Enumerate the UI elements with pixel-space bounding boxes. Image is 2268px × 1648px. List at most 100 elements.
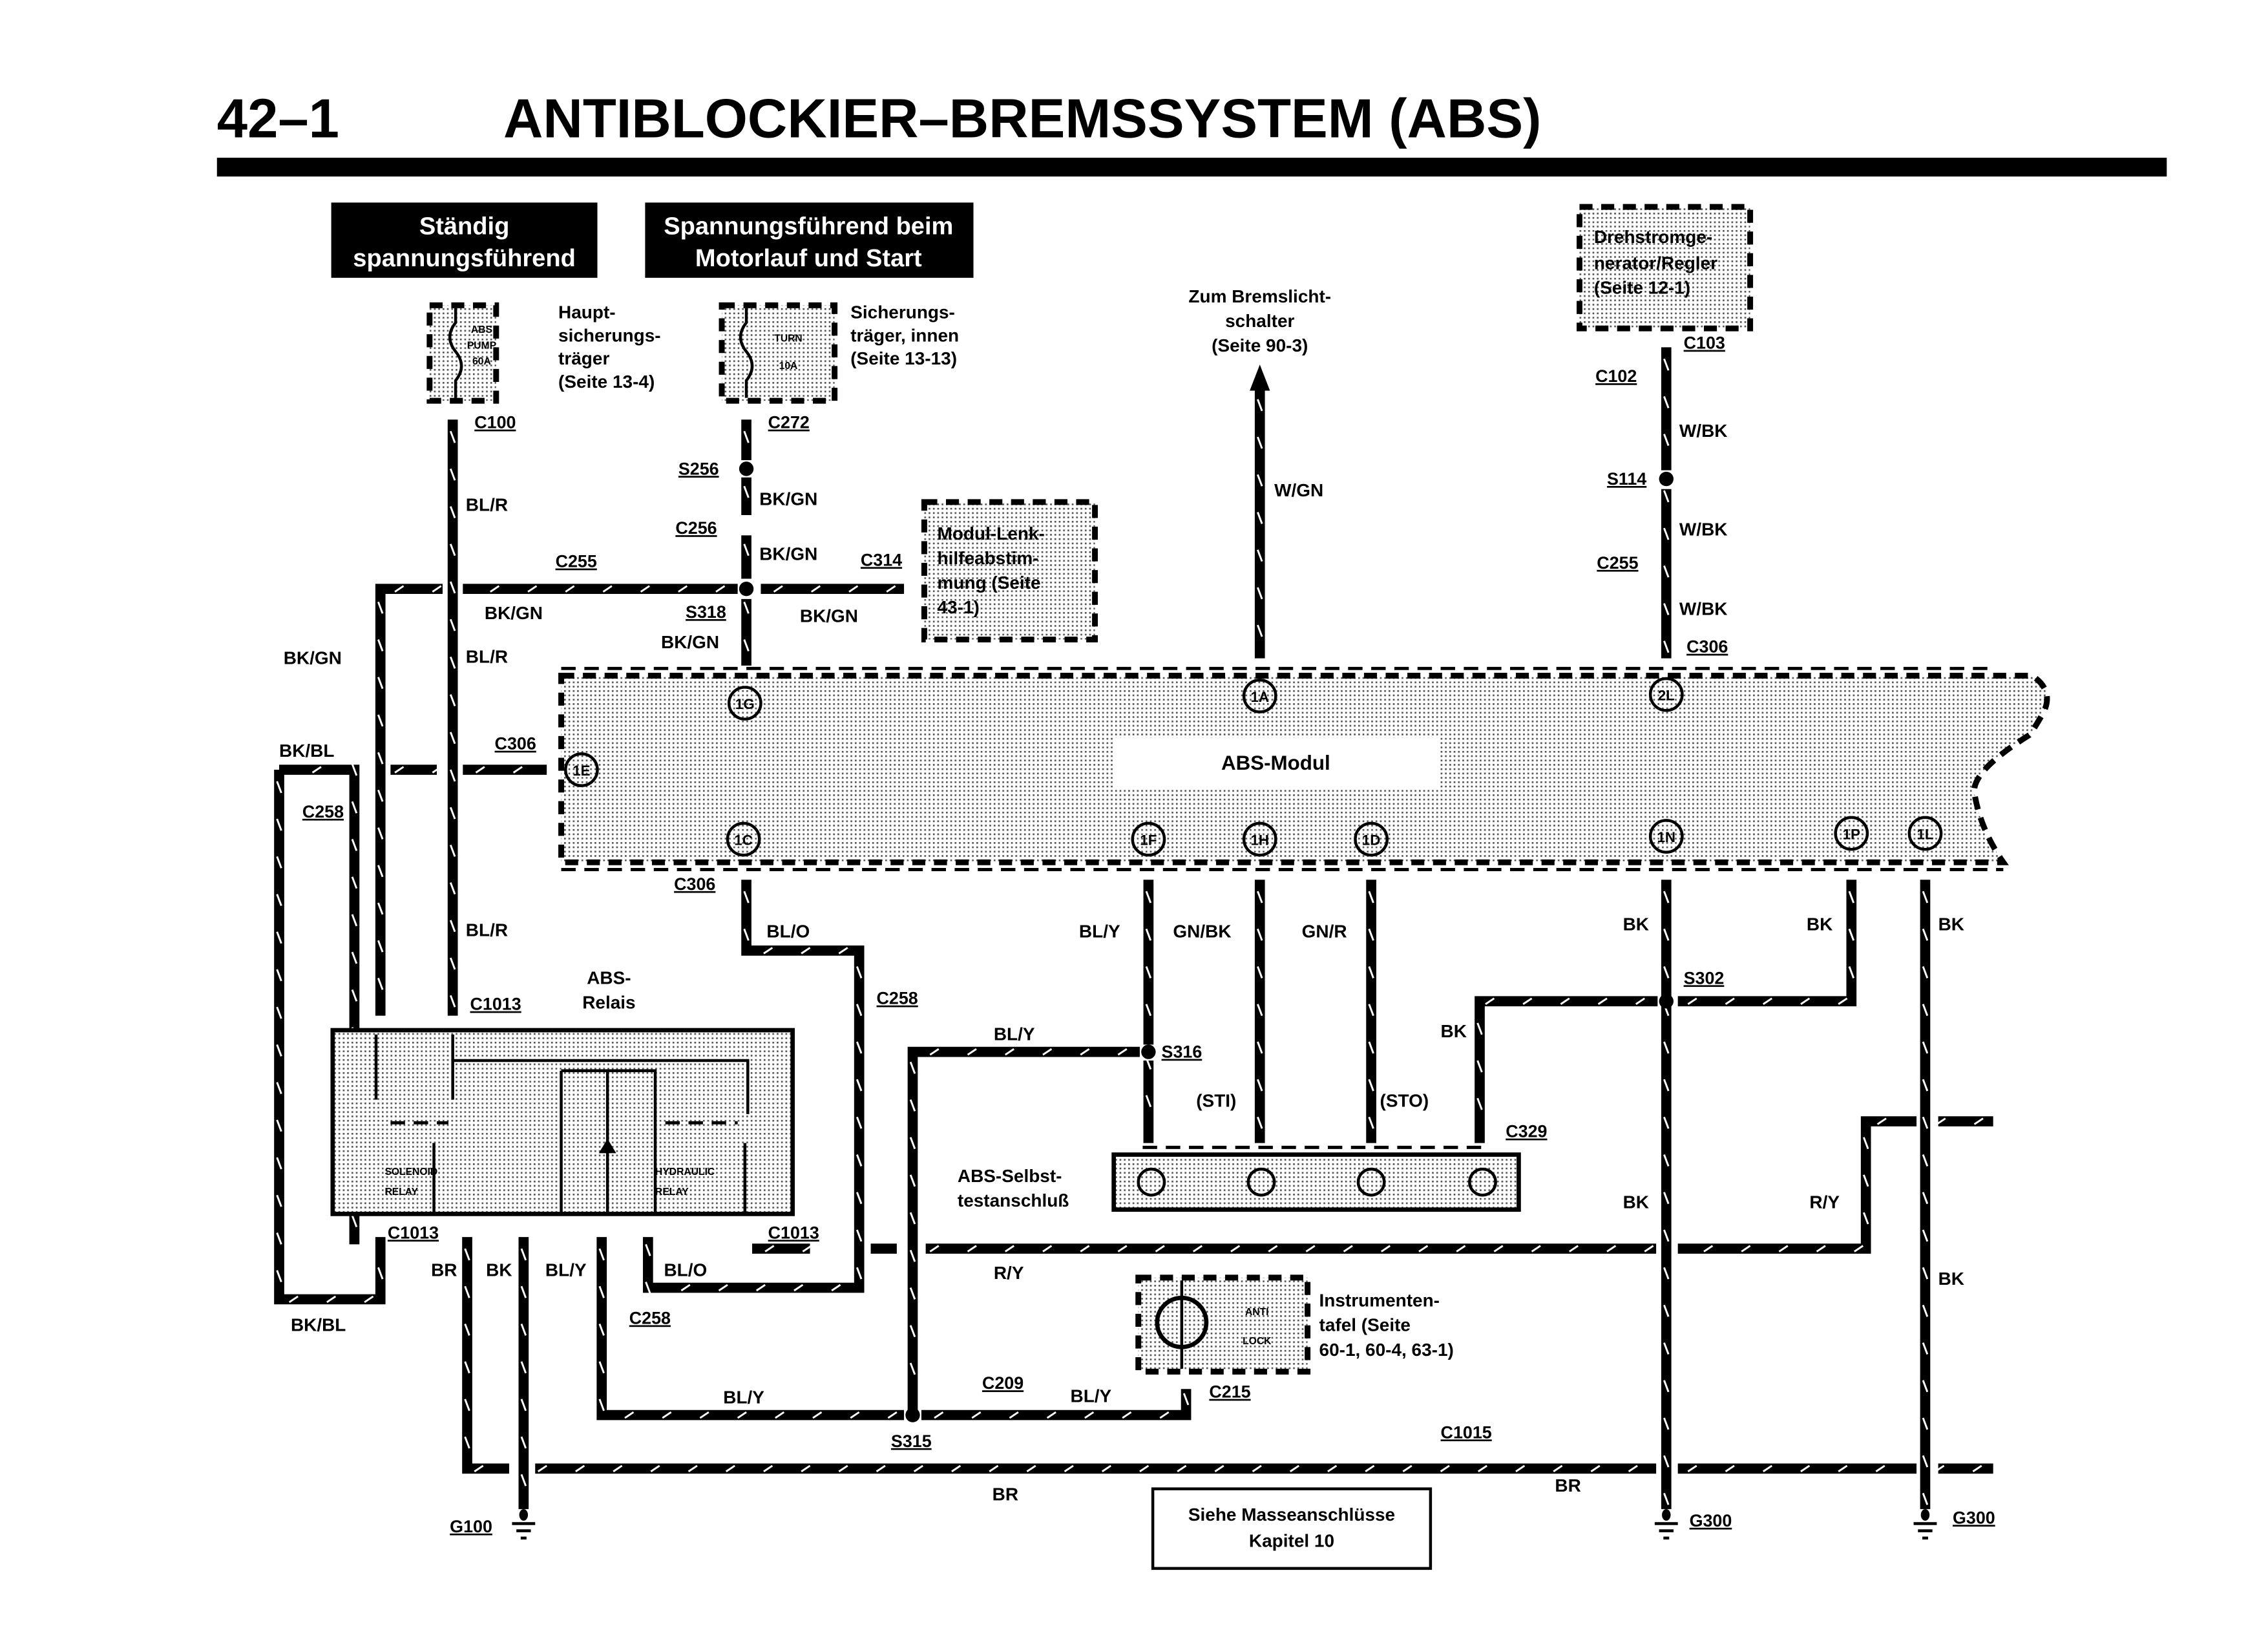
wire-stripe xyxy=(929,1048,940,1056)
wire-stripe xyxy=(276,1082,282,1095)
pin-1g: 1G xyxy=(727,686,762,721)
self-test-connector xyxy=(1111,1145,1521,1212)
wire-stripe xyxy=(377,714,384,727)
svg-text:BR: BR xyxy=(1555,1475,1580,1495)
svg-text:(Seite 12-1): (Seite 12-1) xyxy=(1594,277,1690,297)
wire-stripe xyxy=(909,1249,916,1262)
wire-stripe xyxy=(1368,891,1374,903)
splice-s256 xyxy=(739,461,754,476)
wire-stripe xyxy=(520,1323,527,1336)
svg-text:60-1, 60-4, 63-1): 60-1, 60-4, 63-1) xyxy=(1319,1340,1454,1360)
wire-stripe xyxy=(1635,997,1646,1005)
svg-text:BL/Y: BL/Y xyxy=(1071,1386,1112,1406)
svg-text:S315: S315 xyxy=(891,1431,932,1451)
svg-text:C100: C100 xyxy=(474,413,516,432)
svg-text:G300: G300 xyxy=(1953,1508,1995,1527)
svg-text:C306: C306 xyxy=(674,874,715,894)
wire-stripe xyxy=(1922,1267,1929,1280)
ground-icon-g100 xyxy=(512,1509,536,1540)
wire-stripe xyxy=(464,1285,470,1298)
svg-text:C306: C306 xyxy=(495,734,536,754)
connector-labels: C100 C272 S256 C256 C314 S318 C255 C306 … xyxy=(302,333,1995,1536)
svg-text:1L: 1L xyxy=(1916,827,1933,843)
wire-stripe xyxy=(1663,1116,1670,1129)
wire-stripe xyxy=(464,1436,470,1449)
wire-stripe xyxy=(775,1411,785,1419)
svg-text:sicherungs-: sicherungs- xyxy=(558,325,661,345)
svg-text:BL/R: BL/R xyxy=(466,646,508,666)
svg-text:C255: C255 xyxy=(556,552,597,571)
wire-stripe xyxy=(1257,891,1263,903)
wire-bl-y-s316 xyxy=(907,1046,1140,1411)
wire-br xyxy=(462,1237,1993,1474)
wire-stripe xyxy=(1365,1464,1375,1473)
wire-stripe xyxy=(464,1323,470,1336)
wire-stripe xyxy=(520,1361,527,1374)
svg-text:BL/O: BL/O xyxy=(664,1260,707,1280)
wire-stripe xyxy=(1418,1245,1429,1252)
wire-stripe xyxy=(1080,1245,1090,1252)
pin-1h: 1H xyxy=(1242,821,1277,857)
svg-text:C258: C258 xyxy=(302,802,344,821)
svg-text:BK: BK xyxy=(1938,1269,1964,1289)
wire-stripe xyxy=(1663,640,1670,653)
wire-stripe xyxy=(1257,587,1263,600)
svg-text:BK: BK xyxy=(1441,1021,1467,1041)
wire-stripe xyxy=(1972,1464,1982,1473)
wire-stripe xyxy=(1145,966,1152,978)
svg-text:BK/BL: BK/BL xyxy=(291,1315,346,1335)
wire-stripe xyxy=(464,1361,470,1374)
svg-text:S316: S316 xyxy=(1162,1042,1202,1062)
wire-stripe xyxy=(856,1154,863,1167)
wire-stripe xyxy=(1800,1464,1811,1473)
wire-stripe xyxy=(1368,1079,1374,1092)
wire-stripe xyxy=(1590,1464,1601,1473)
wire-stripe xyxy=(909,1212,916,1225)
wire-stripe xyxy=(755,1284,766,1292)
svg-text:1D: 1D xyxy=(1362,832,1381,848)
svg-text:1H: 1H xyxy=(1250,832,1269,848)
wire-stripe xyxy=(1257,474,1263,487)
wire-stripe xyxy=(678,585,688,593)
svg-text:träger, innen: träger, innen xyxy=(850,325,959,345)
svg-text:60A: 60A xyxy=(472,356,491,367)
wire-stripe xyxy=(793,1284,804,1292)
svg-text:C256: C256 xyxy=(675,518,717,538)
splices xyxy=(739,461,1674,1422)
wire-stripe xyxy=(743,544,750,556)
wire-stripe xyxy=(1368,1004,1374,1017)
wire-stripe xyxy=(1257,928,1263,941)
wire-stripe xyxy=(1606,1245,1617,1252)
wire-stripe xyxy=(1257,1041,1263,1054)
wire-stripe xyxy=(1663,527,1670,540)
wire-stripe xyxy=(1663,928,1670,941)
wire-stripe xyxy=(838,1464,848,1473)
svg-text:1G: 1G xyxy=(735,696,755,712)
wire-stripe xyxy=(1703,1245,1714,1252)
wire-stripe xyxy=(520,1248,527,1261)
wire-stripe xyxy=(1522,997,1533,1005)
svg-text:G100: G100 xyxy=(450,1517,492,1536)
wire-stripe xyxy=(680,1284,691,1292)
svg-text:nerator/Regler: nerator/Regler xyxy=(1594,253,1717,273)
wire-stripe xyxy=(1177,1464,1187,1473)
wire-stripe xyxy=(1145,1095,1152,1108)
svg-text:C103: C103 xyxy=(1684,333,1725,353)
wire-stripe xyxy=(1663,490,1670,503)
wire-stripe xyxy=(743,639,750,651)
wire-stripe xyxy=(276,1044,282,1057)
wire-stripe xyxy=(449,468,456,481)
wire-stripe xyxy=(1440,1464,1450,1473)
wire-stripe xyxy=(377,677,384,690)
svg-text:SOLENOID: SOLENOID xyxy=(384,1167,437,1178)
wire-stripe xyxy=(276,1232,282,1245)
wire-stripe xyxy=(624,1411,635,1419)
svg-text:testanschluß: testanschluß xyxy=(958,1190,1069,1210)
svg-text:C1013: C1013 xyxy=(768,1223,819,1242)
wire-stripe xyxy=(520,1474,527,1486)
page-title: ANTIBLOCKIER–BREMSSYSTEM (ABS) xyxy=(503,89,1541,150)
svg-text:R/Y: R/Y xyxy=(994,1263,1024,1283)
wire-stripe xyxy=(1268,1245,1278,1252)
wire-stripe xyxy=(377,902,384,915)
wire-stripe xyxy=(1848,928,1855,941)
